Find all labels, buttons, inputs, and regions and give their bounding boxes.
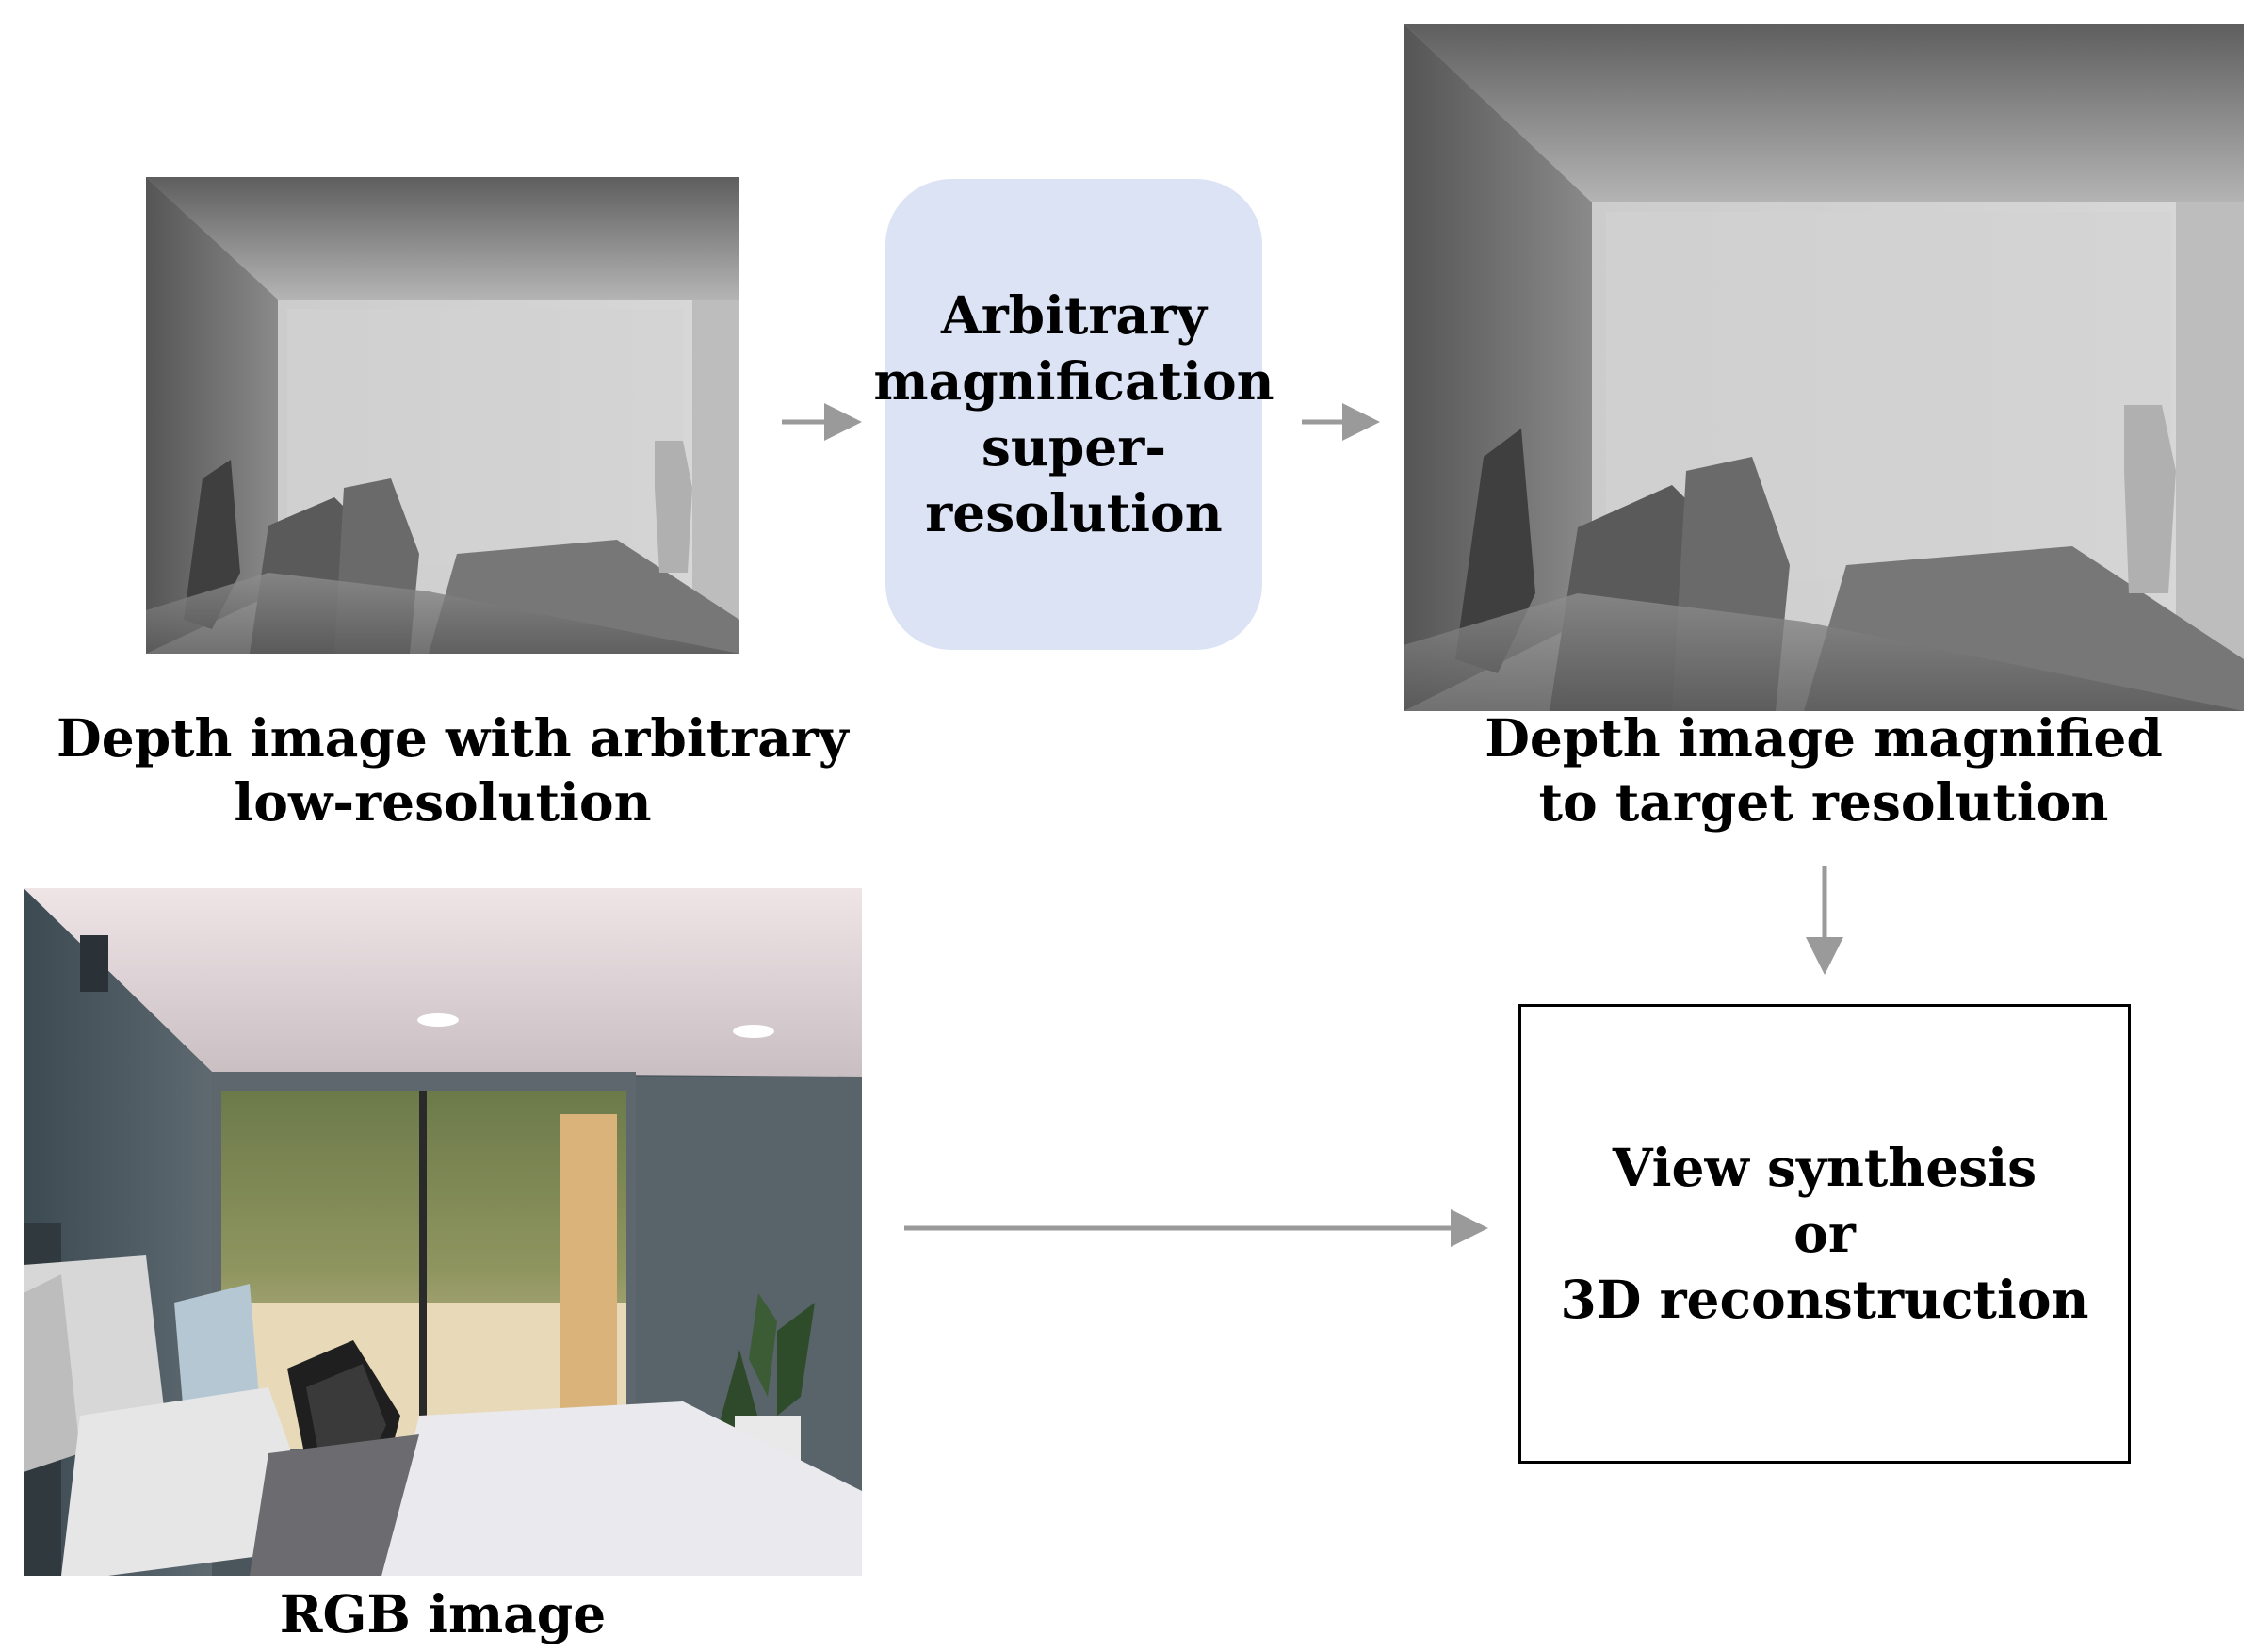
output-box-line: 3D reconstruction (1560, 1269, 2089, 1330)
depth-low-caption-line: low-resolution (234, 771, 652, 833)
depth-high-graphic (1404, 24, 2244, 711)
depth-high-caption-line: Depth image magnified (1485, 707, 2163, 769)
depth-high-caption: Depth image magnified to target resoluti… (1404, 706, 2244, 834)
depth-low-caption: Depth image with arbitrary low-resolutio… (57, 706, 849, 834)
depth-image-high-resolution (1404, 24, 2244, 711)
sr-box-line: resolution (925, 482, 1223, 543)
output-box-line: or (1793, 1203, 1856, 1264)
depth-low-graphic (146, 177, 739, 654)
output-box-line: View synthesis (1612, 1137, 2037, 1198)
rgb-bedroom-graphic (24, 888, 862, 1576)
output-box: View synthesis or 3D reconstruction (1518, 1004, 2131, 1464)
rgb-caption: RGB image (24, 1582, 862, 1646)
rgb-caption-line: RGB image (279, 1583, 607, 1644)
sr-box-line: magnification (873, 350, 1274, 412)
depth-low-caption-line: Depth image with arbitrary (57, 707, 849, 769)
depth-image-low-resolution (146, 177, 739, 654)
sr-box-line: super- (981, 416, 1167, 478)
sr-box-line: Arbitrary (941, 284, 1207, 346)
super-resolution-box: Arbitrary magnification super- resolutio… (873, 179, 1274, 650)
rgb-image (24, 888, 862, 1576)
depth-high-caption-line: to target resolution (1538, 771, 2109, 833)
